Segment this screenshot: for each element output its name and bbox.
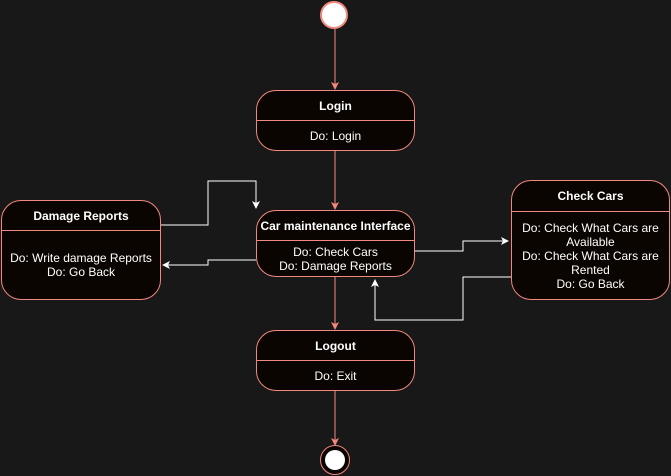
state-car-maintenance-action: Do: Check Cars [293, 244, 378, 259]
state-damage-reports[interactable]: Damage Reports Do: Write damage Reports … [1, 200, 161, 300]
edge-damage-reports-to-car-maintenance [161, 180, 260, 226]
edge-car-maintenance-to-damage-reports [162, 259, 256, 269]
state-logout-actions: Do: Exit [257, 361, 414, 390]
state-logout-action: Do: Exit [314, 368, 357, 383]
state-check-cars-action: Rented [571, 262, 610, 277]
state-check-cars-action: Do: Check What Cars are [522, 220, 659, 235]
initial-state-node [320, 1, 348, 29]
final-state-node [320, 445, 350, 475]
edge-check-cars-to-car-maintenance [371, 276, 511, 321]
state-login[interactable]: Login Do: Login [256, 90, 415, 151]
edge-car-maintenance-to-check-cars [415, 237, 509, 252]
state-check-cars-actions: Do: Check What Cars are Available Do: Ch… [512, 212, 669, 299]
state-login-actions: Do: Login [257, 121, 414, 150]
state-car-maintenance-title: Car maintenance Interface [257, 211, 414, 241]
state-damage-reports-title: Damage Reports [2, 201, 160, 231]
state-check-cars-action: Available [566, 234, 615, 249]
state-check-cars-title: Check Cars [512, 181, 669, 212]
state-logout[interactable]: Logout Do: Exit [256, 330, 415, 391]
state-check-cars-action: Do: Check What Cars are [522, 248, 659, 263]
state-check-cars-action: Do: Go Back [556, 276, 625, 291]
state-damage-reports-action: Do: Write damage Reports [10, 251, 152, 265]
state-car-maintenance-actions: Do: Check Cars Do: Damage Reports [257, 241, 414, 276]
final-state-inner [325, 450, 345, 470]
state-damage-reports-actions: Do: Write damage Reports Do: Go Back [2, 231, 160, 299]
state-login-title: Login [257, 91, 414, 121]
state-damage-reports-action: Do: Go Back [46, 265, 116, 279]
state-login-action: Do: Login [309, 128, 362, 143]
state-car-maintenance-interface[interactable]: Car maintenance Interface Do: Check Cars… [256, 210, 415, 277]
state-check-cars[interactable]: Check Cars Do: Check What Cars are Avail… [511, 180, 670, 300]
state-logout-title: Logout [257, 331, 414, 361]
state-car-maintenance-action: Do: Damage Reports [279, 258, 392, 273]
